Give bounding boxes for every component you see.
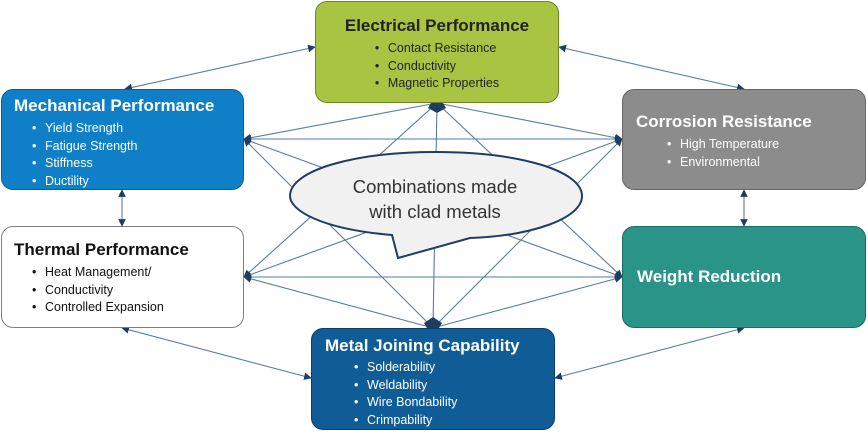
electrical-performance-title: Electrical Performance (344, 16, 530, 35)
list-item: Controlled Expansion (32, 299, 243, 317)
list-item: Yield Strength (32, 120, 243, 138)
list-item: Ductility (32, 173, 243, 191)
list-item-continuation: Conductivity (32, 282, 243, 300)
corrosion-resistance-list: High Temperature Environmental (667, 136, 865, 171)
corrosion-resistance-title: Corrosion Resistance (636, 112, 812, 131)
mechanical-performance-title: Mechanical Performance (14, 96, 215, 115)
electrical-performance-list: Contact Resistance Conductivity Magnetic… (375, 40, 499, 93)
mechanical-performance-box: Mechanical Performance Yield Strength Fa… (1, 89, 244, 190)
connector-joining-weight (432, 275, 623, 329)
list-item: Magnetic Properties (375, 75, 499, 93)
hub-electrical (428, 103, 446, 113)
thermal-performance-list: Heat Management/ Conductivity Controlled… (32, 264, 243, 317)
list-item: Weldability (354, 377, 554, 395)
connector-mechanical-electrical-outer (124, 44, 316, 92)
list-item: High Temperature (667, 136, 865, 154)
connector-joining-thermal (243, 275, 434, 329)
connector-electrical-corrosion-outer (558, 44, 745, 92)
hub-joining (424, 317, 442, 328)
metal-joining-capability-box: Metal Joining Capability Solderability W… (311, 328, 555, 430)
list-item: Heat Management/ (32, 264, 243, 282)
list-item: Crimpability (354, 412, 554, 430)
list-item: Solderability (354, 359, 554, 377)
list-item: Wire Bondability (354, 394, 554, 412)
callout-line-2: with clad metals (369, 201, 501, 222)
list-item: Stiffness (32, 155, 243, 173)
mechanical-performance-list: Yield Strength Fatigue Strength Stiffnes… (32, 120, 243, 190)
corrosion-resistance-box: Corrosion Resistance High Temperature En… (622, 89, 866, 190)
connector-electrical-corrosion (436, 102, 623, 142)
thermal-performance-box: Thermal Performance Heat Management/ Con… (1, 226, 244, 328)
thermal-performance-title: Thermal Performance (14, 240, 189, 259)
metal-joining-capability-title: Metal Joining Capability (325, 336, 520, 355)
callout-text: Combinations made with clad metals (330, 174, 540, 224)
list-item: Environmental (667, 154, 865, 172)
callout-line-1: Combinations made (352, 176, 518, 197)
weight-reduction-box: Weight Reduction (622, 226, 866, 328)
metal-joining-capability-list: Solderability Weldability Wire Bondabili… (354, 359, 554, 429)
weight-reduction-title: Weight Reduction (637, 267, 782, 286)
electrical-performance-box: Electrical Performance Contact Resistanc… (315, 1, 559, 103)
connector-thermal-joining (121, 326, 312, 380)
list-item: Contact Resistance (375, 40, 499, 58)
list-item: Conductivity (375, 58, 499, 76)
callout-bubble (288, 150, 584, 260)
connector-electrical-mechanical (243, 102, 438, 142)
list-item: Fatigue Strength (32, 138, 243, 156)
connector-joining-weight-outer (554, 326, 745, 380)
